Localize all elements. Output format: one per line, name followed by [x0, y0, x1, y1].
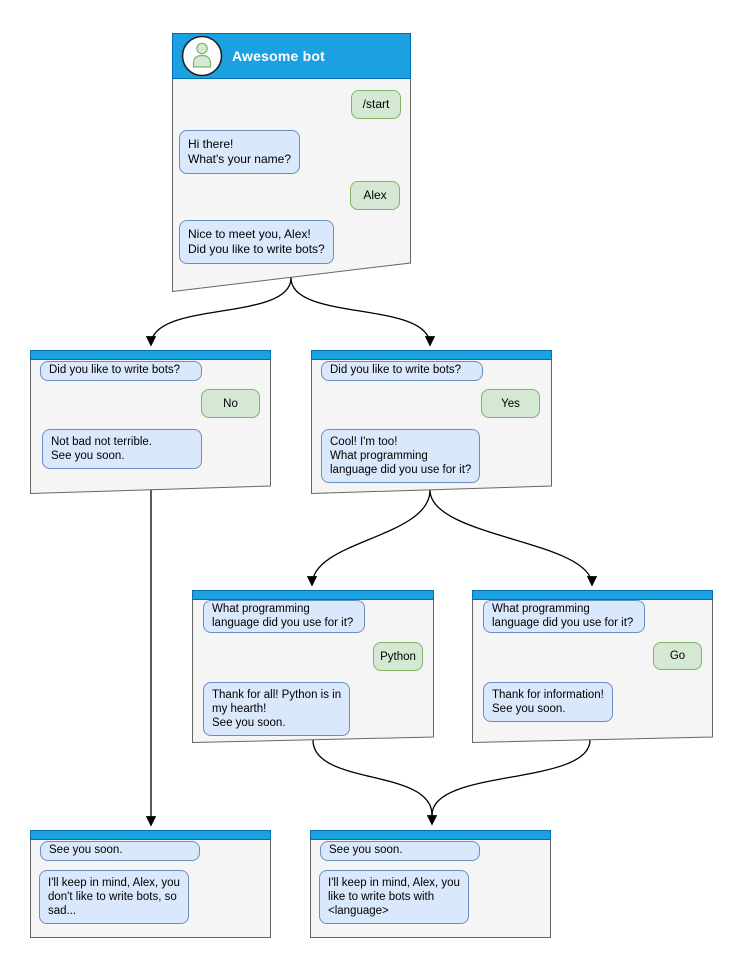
bot-message-bubble: See you soon.: [40, 841, 200, 861]
user-message-bubble: /start: [351, 90, 401, 119]
bot-message-bubble: Hi there! What's your name?: [179, 130, 301, 174]
user-message-bubble: Go: [653, 642, 702, 670]
bot-message-bubble: What programming language did you use fo…: [203, 600, 365, 633]
node-start-card: Awesome bot /start Hi there! What's your…: [172, 33, 411, 292]
node-end-yes-card: See you soon. I'll keep in mind, Alex, y…: [310, 830, 551, 938]
user-message-bubble: Python: [373, 642, 423, 671]
bot-message-bubble: Cool! I'm too! What programming language…: [321, 429, 481, 483]
bot-avatar: [181, 35, 223, 77]
node-branch-go-card: What programming language did you use fo…: [472, 590, 713, 743]
bot-name: Awesome bot: [232, 47, 325, 64]
bot-message-bubble: Did you like to write bots?: [321, 361, 483, 381]
edge-python-to-end: [312, 739, 433, 816]
bot-message-bubble: What programming language did you use fo…: [483, 600, 645, 633]
edge-main-to-yes: [290, 277, 436, 347]
node-end-no-card: See you soon. I'll keep in mind, Alex, y…: [30, 830, 271, 938]
bot-message-bubble: Did you like to write bots?: [40, 361, 202, 381]
node-branch-no-card: Did you like to write bots? No Not bad n…: [30, 350, 271, 495]
user-message-bubble: Yes: [481, 389, 540, 418]
bot-message-bubble: Thank for all! Python is in my hearth! S…: [203, 682, 351, 736]
user-message-bubble: Alex: [350, 181, 400, 210]
user-message-bubble: No: [201, 389, 260, 418]
bot-message-bubble: Not bad not terrible. See you soon.: [42, 429, 202, 469]
node-branch-yes-card: Did you like to write bots? Yes Cool! I'…: [311, 350, 552, 494]
node-branch-python-card: What programming language did you use fo…: [192, 590, 434, 743]
edge-yes-to-go: [429, 489, 598, 587]
bot-message-bubble: See you soon.: [320, 841, 480, 861]
bot-message-bubble: I'll keep in mind, Alex, you don't like …: [39, 870, 189, 924]
bot-message-bubble: Thank for information! See you soon.: [483, 682, 613, 722]
bot-message-bubble: I'll keep in mind, Alex, you like to wri…: [319, 870, 469, 924]
person-icon: [181, 35, 223, 77]
edge-main-to-no: [145, 277, 292, 347]
edge-go-to-end: [431, 739, 591, 816]
bot-message-bubble: Nice to meet you, Alex! Did you like to …: [179, 220, 334, 264]
edge-yes-to-python: [306, 489, 431, 587]
